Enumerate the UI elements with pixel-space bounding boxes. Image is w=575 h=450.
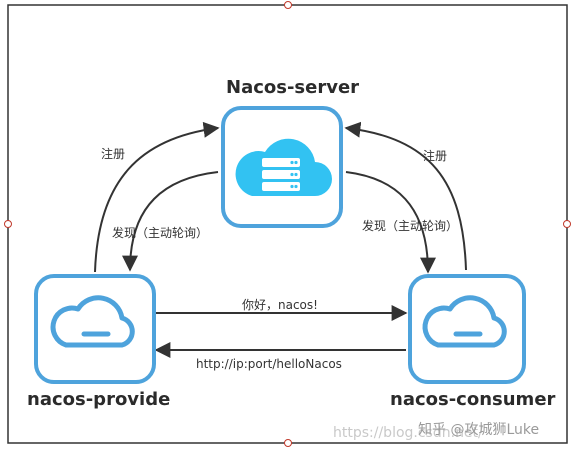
provider-title: nacos-provide xyxy=(27,389,171,410)
watermark-url: https://blog.csdn.net/ xyxy=(333,425,483,441)
consumer-register-label: 注册 xyxy=(423,149,448,163)
watermark-author: 知乎 @攻城狮Luke xyxy=(418,422,540,438)
provider-register-label: 注册 xyxy=(101,147,126,161)
edge-consumer-register xyxy=(344,121,467,271)
consumer-title: nacos-consumer xyxy=(390,389,556,410)
frame-handle-left[interactable] xyxy=(4,220,12,228)
provider-to-consumer-label: 你好，nacos! xyxy=(242,298,318,312)
frame-handle-bottom[interactable] xyxy=(284,439,292,447)
consumer-to-provider-label: http://ip:port/helloNacos xyxy=(196,357,342,371)
cloud-outline-icon xyxy=(422,295,507,348)
cloud-server-icon xyxy=(235,138,332,196)
provider-discover-label: 发现（主动轮询） xyxy=(112,226,209,240)
cloud-outline-icon xyxy=(50,295,135,348)
server-title: Nacos-server xyxy=(226,77,360,98)
frame-handle-right[interactable] xyxy=(563,220,571,228)
frame-handle-top[interactable] xyxy=(284,1,292,9)
edge-provider-register xyxy=(94,121,220,273)
edge-provider-discover xyxy=(122,171,219,272)
consumer-node[interactable] xyxy=(408,274,526,384)
provider-node[interactable] xyxy=(34,274,156,384)
edge-consumer-discover xyxy=(345,171,436,274)
consumer-discover-label: 发现（主动轮询） xyxy=(362,219,459,233)
server-node[interactable] xyxy=(221,106,343,228)
